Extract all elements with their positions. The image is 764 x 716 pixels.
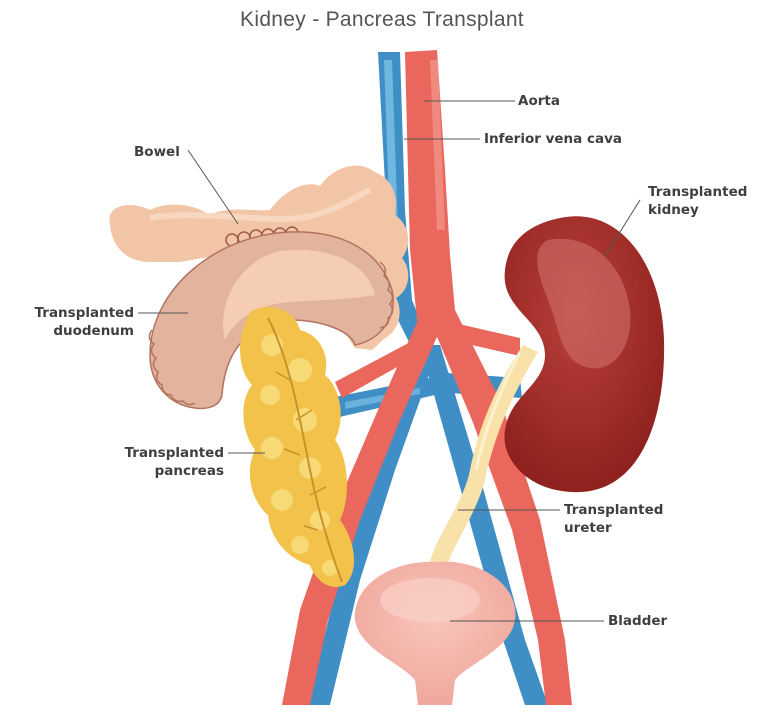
pancreas-label: Transplanted pancreas: [100, 444, 224, 480]
duodenum-label: Transplanted duodenum: [14, 304, 134, 340]
aorta-label: Aorta: [518, 92, 560, 110]
bladder: [355, 562, 516, 705]
kidney-label-line1: Transplanted: [648, 183, 747, 201]
duodenum-label-line2: duodenum: [14, 322, 134, 340]
bowel-label: Bowel: [134, 143, 180, 161]
kidney-label-line2: kidney: [648, 201, 747, 219]
pancreas-label-line2: pancreas: [100, 462, 224, 480]
ureter-label-line2: ureter: [564, 519, 663, 537]
kidney-label: Transplanted kidney: [648, 183, 747, 219]
diagram-title: Kidney - Pancreas Transplant: [0, 8, 764, 32]
pancreas-label-line1: Transplanted: [100, 444, 224, 462]
bladder-label: Bladder: [608, 612, 667, 630]
ivc-label: Inferior vena cava: [484, 130, 622, 148]
ureter-label-line1: Transplanted: [564, 501, 663, 519]
duodenum-label-line1: Transplanted: [14, 304, 134, 322]
ureter-label: Transplanted ureter: [564, 501, 663, 537]
transplanted-pancreas: [240, 307, 354, 587]
